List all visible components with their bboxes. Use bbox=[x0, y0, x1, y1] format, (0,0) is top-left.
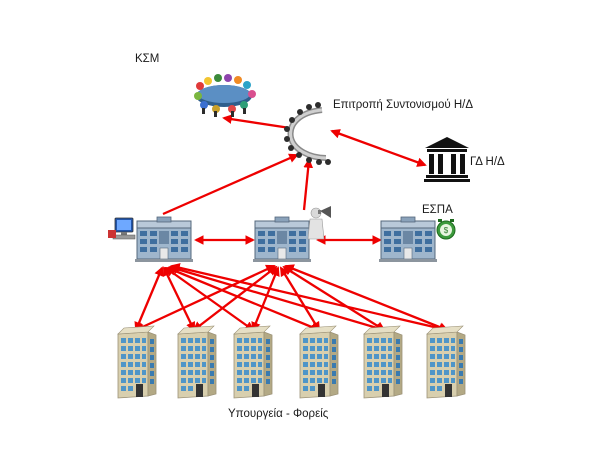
money-clock-icon: $ bbox=[436, 219, 456, 240]
label-ministries: Υπουργεία - Φορείς bbox=[228, 408, 329, 420]
arrows-center-office-to-ministries bbox=[134, 264, 449, 332]
arrow-center-office-to-committee bbox=[302, 158, 314, 211]
arrow-committee-gd bbox=[330, 129, 427, 167]
label-committee: Επιτροπή Συντονισμού Η/Δ bbox=[333, 99, 473, 111]
arrows-left-office-to-ministries bbox=[134, 263, 449, 333]
office-building-icon bbox=[134, 216, 194, 263]
office-building-icon bbox=[252, 216, 312, 263]
tower-building-icon bbox=[177, 325, 217, 399]
tower-building-icon bbox=[363, 325, 403, 399]
arrow-left-office-to-committee bbox=[162, 153, 299, 216]
tower-building-icon bbox=[426, 325, 466, 399]
tower-building-icon bbox=[117, 325, 157, 399]
tower-building-icon bbox=[299, 325, 339, 399]
office-building-icon bbox=[378, 216, 438, 263]
label-gd: ΓΔ Η/Δ bbox=[470, 156, 505, 168]
svg-text:$: $ bbox=[444, 226, 449, 235]
institution-building-icon bbox=[424, 137, 470, 182]
megaphone-person-icon bbox=[307, 206, 331, 240]
computer-icon bbox=[108, 217, 136, 240]
label-espa: ΕΣΠΑ bbox=[422, 204, 453, 216]
arc-meeting-icon bbox=[284, 102, 331, 165]
label-ksm: ΚΣΜ bbox=[135, 53, 159, 65]
arrow-committee-to-ksm bbox=[222, 114, 291, 130]
connection-arrows bbox=[134, 114, 449, 333]
tower-building-icon bbox=[233, 325, 273, 399]
meeting-table-icon bbox=[194, 74, 256, 117]
